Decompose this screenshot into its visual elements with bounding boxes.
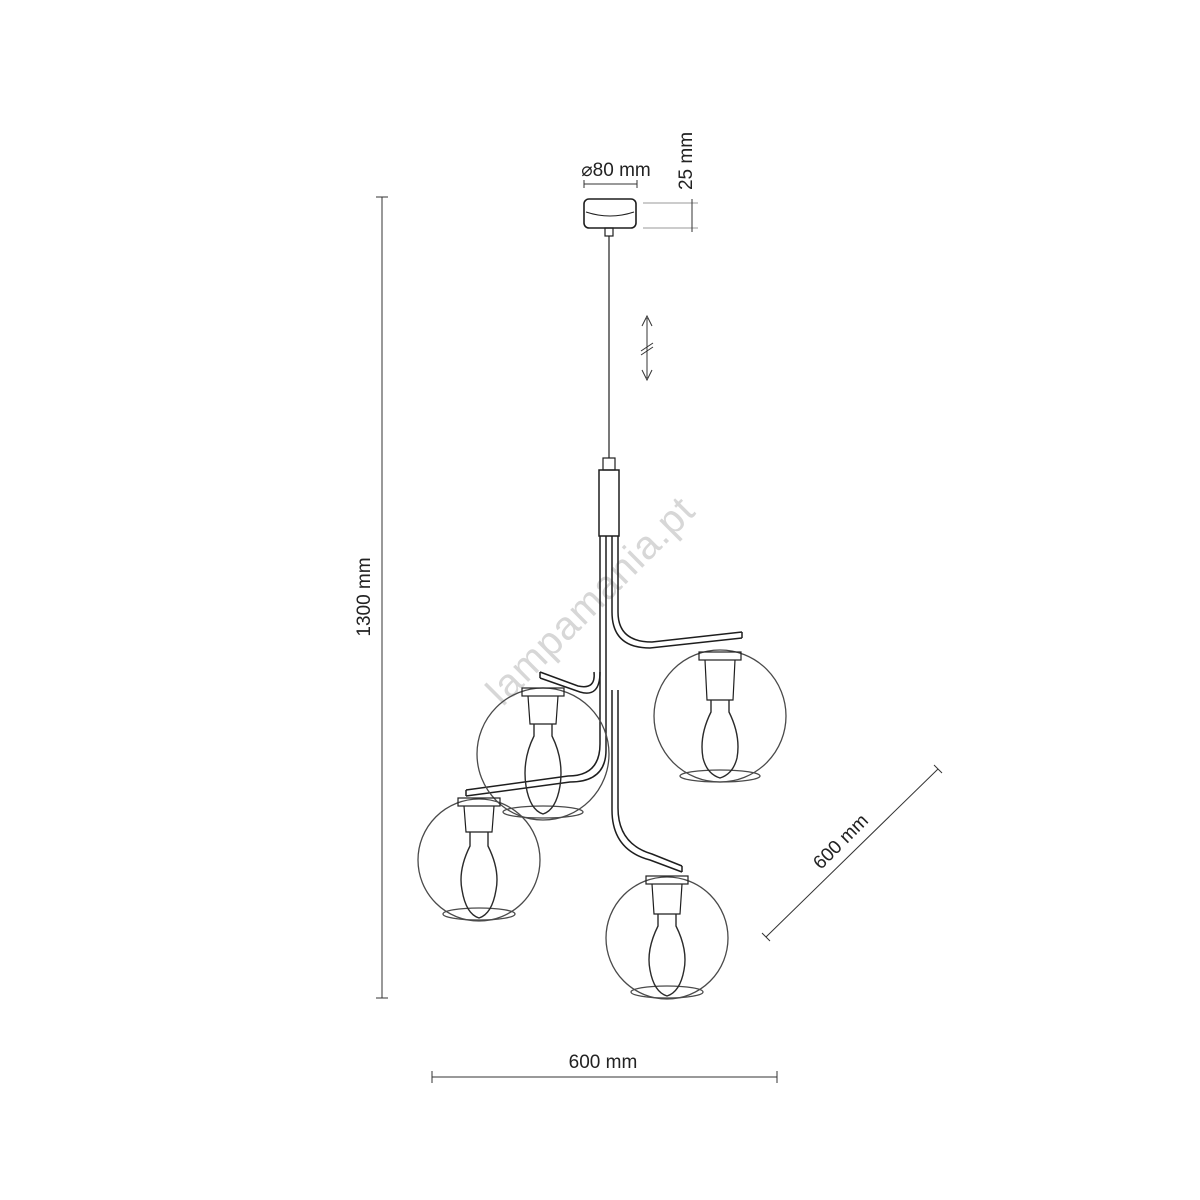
bulb-icon [648, 914, 686, 997]
bulb-icon [524, 724, 562, 815]
stem-connector [598, 457, 620, 537]
glass-globe-shade [417, 797, 541, 922]
bulb-icon [460, 832, 498, 919]
double-arrow-icon [640, 314, 654, 382]
height-label: 1300 mm [354, 557, 375, 636]
lamp-arms [465, 536, 743, 873]
canopy-diameter-dimension: ⌀80 mm [581, 160, 651, 188]
width-dimension: 600 mm [431, 1052, 778, 1083]
canopy-height-label: 25 mm [676, 132, 697, 190]
height-dimension: 1300 mm [354, 196, 388, 999]
watermark: lampamania.pt [478, 488, 704, 714]
depth-dimension: 600 mm [761, 764, 943, 942]
glass-globe-shade [605, 875, 729, 1000]
canopy-diameter-label: ⌀80 mm [581, 160, 651, 181]
width-label: 600 mm [569, 1052, 638, 1073]
glass-globe-shade [476, 687, 610, 821]
canopy-height-dimension: 25 mm [643, 132, 698, 232]
glass-globe-shade [653, 649, 787, 783]
bulb-icon [701, 700, 739, 779]
ceiling-canopy [583, 198, 637, 237]
